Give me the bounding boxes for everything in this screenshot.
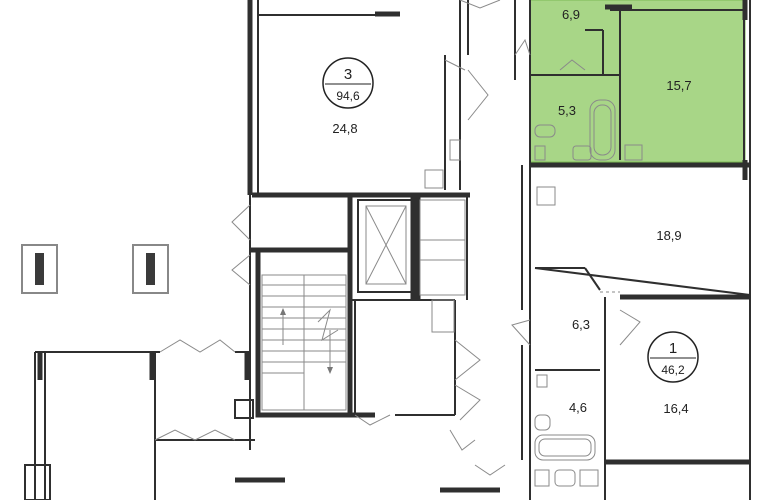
apartment-marker-1[interactable]: 1 46,2 [647,331,699,383]
apartment-total-area: 46,2 [661,363,685,377]
doors [154,0,641,476]
room-area-label: 6,9 [562,7,580,22]
highlighted-apartment[interactable] [529,0,746,163]
apartment-number: 1 [669,340,677,357]
apartment-number: 3 [344,66,352,83]
apartment-marker-3[interactable]: 3 94,6 [322,57,374,109]
room-area-label: 18,9 [656,228,681,243]
room-area-label: 6,3 [572,317,590,332]
bathroom-fixtures [424,99,643,487]
room-area-label: 16,4 [663,401,688,416]
room-area-label: 24,8 [332,121,357,136]
room-area-label: 4,6 [569,400,587,415]
room-labels: 24,8 6,9 15,7 5,3 18,9 6,3 4,6 16,4 [332,7,691,416]
room-area-label: 15,7 [666,78,691,93]
room-area-label: 5,3 [558,103,576,118]
staircase [261,274,347,411]
apartment-total-area: 94,6 [336,89,360,103]
main-walls [21,0,751,500]
